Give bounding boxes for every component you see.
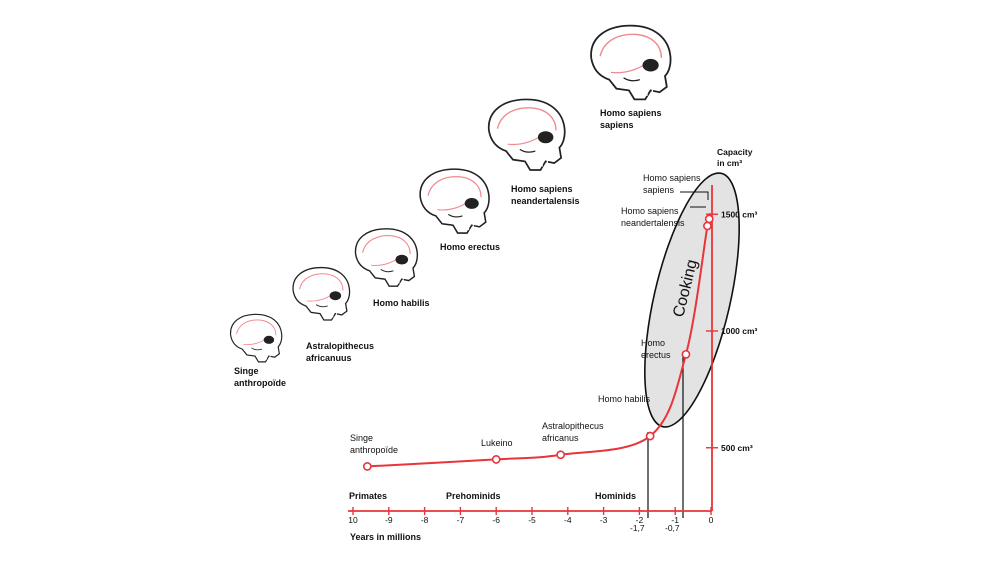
skull-label-line: Homo erectus — [440, 242, 500, 252]
time-axis-tick-label: -4 — [564, 515, 572, 525]
skull-label-line: Homo sapiens — [600, 108, 662, 118]
time-axis-tick-label: 0 — [709, 515, 714, 525]
skull-australopithecus-icon — [292, 266, 351, 321]
skull-erectus-icon — [419, 168, 490, 234]
skull-singe-icon — [229, 313, 283, 363]
data-point — [703, 221, 712, 231]
skull-label-line: Homo sapiens — [511, 184, 573, 194]
capacity-axis-tick-label: 1000 cm³ — [721, 326, 758, 336]
point-label-singe: Singe anthropoïde — [350, 433, 398, 455]
time-axis-tick-label: 10 — [348, 515, 358, 525]
point-label-line: Homo sapiens — [643, 173, 701, 183]
point-label-line: anthropoïde — [350, 445, 398, 455]
point-label-line: Homo — [641, 338, 665, 348]
skull-sapiens-icon — [590, 24, 672, 101]
skull-neandertalensis-icon — [487, 98, 566, 171]
skull-label-line: Singe — [234, 366, 259, 376]
point-label-sapiens: Homo sapiens sapiens — [643, 173, 701, 195]
period-label-prehominids: Prehominids — [446, 491, 501, 501]
data-point — [491, 455, 501, 464]
time-axis-tick-label: -5 — [528, 515, 536, 525]
skull-label-singe: Singe anthropoïde — [234, 366, 286, 388]
data-point — [681, 349, 691, 359]
time-axis-tick-label: -6 — [492, 515, 500, 525]
cooking-ellipse — [644, 172, 740, 428]
point-label-australopithecus: Astralopithecus africanus — [542, 421, 604, 443]
data-points — [362, 214, 714, 471]
time-axis-ticks: 10 -9 -8 -7 -6 -5 -4 -3 -2 -1 0 — [348, 507, 714, 525]
time-axis-tick-label: -8 — [421, 515, 429, 525]
time-axis-tick-label: -9 — [385, 515, 393, 525]
time-axis-tick-label: -7 — [457, 515, 465, 525]
data-point — [704, 214, 714, 224]
skull-label-australopithecus: Astralopithecus africanuus — [306, 341, 374, 363]
point-label-line: africanus — [542, 433, 579, 443]
capacity-axis-tick-label: 1500 cm³ — [721, 209, 758, 219]
skull-label-habilis: Homo habilis — [373, 298, 430, 308]
time-axis-tick-label: -1 — [671, 515, 679, 525]
skull-label-sapiens: Homo sapiens sapiens — [600, 108, 662, 130]
skull-label-line: Astralopithecus — [306, 341, 374, 351]
point-label-line: neandertalensis — [621, 218, 685, 228]
capacity-axis-ticks: 500 cm³ 1000 cm³ 1500 cm³ — [706, 209, 758, 453]
data-point — [556, 450, 566, 460]
point-label-line: Homo sapiens — [621, 206, 679, 216]
time-marker-habilis: -1,7 — [630, 523, 645, 533]
point-label-erectus: Homo erectus — [641, 338, 671, 360]
skull-label-line: africanuus — [306, 353, 352, 363]
time-axis-tick-label: -2 — [636, 515, 644, 525]
point-label-line: sapiens — [643, 185, 675, 195]
point-label-neandertalensis: Homo sapiens neandertalensis — [621, 206, 685, 228]
data-point — [362, 462, 372, 471]
capacity-axis-tick-label: 500 cm³ — [721, 443, 753, 453]
capacity-axis-title-line: in cm³ — [717, 158, 742, 168]
skull-label-line: anthropoïde — [234, 378, 286, 388]
time-marker-erectus: -0,7 — [665, 523, 680, 533]
skull-label-neandertalensis: Homo sapiens neandertalensis — [511, 184, 580, 206]
time-axis-tick-label: -3 — [600, 515, 608, 525]
point-label-line: erectus — [641, 350, 671, 360]
sapiens-leader-line — [680, 191, 709, 200]
skull-label-erectus: Homo erectus — [440, 242, 500, 252]
skull-label-line: neandertalensis — [511, 196, 580, 206]
point-label-line: Singe — [350, 433, 373, 443]
skull-label-line: sapiens — [600, 120, 634, 130]
period-label-hominids: Hominids — [595, 491, 636, 501]
point-label-lukeino: Lukeino — [481, 438, 513, 448]
point-label-line: Astralopithecus — [542, 421, 604, 431]
skull-habilis-icon — [354, 228, 419, 287]
period-label-primates: Primates — [349, 491, 387, 501]
data-point — [645, 431, 655, 441]
skull-label-line: Homo habilis — [373, 298, 430, 308]
capacity-axis-title-line: Capacity — [717, 147, 753, 157]
point-label-habilis: Homo habilis — [598, 394, 651, 404]
time-axis-title: Years in millions — [350, 532, 421, 542]
